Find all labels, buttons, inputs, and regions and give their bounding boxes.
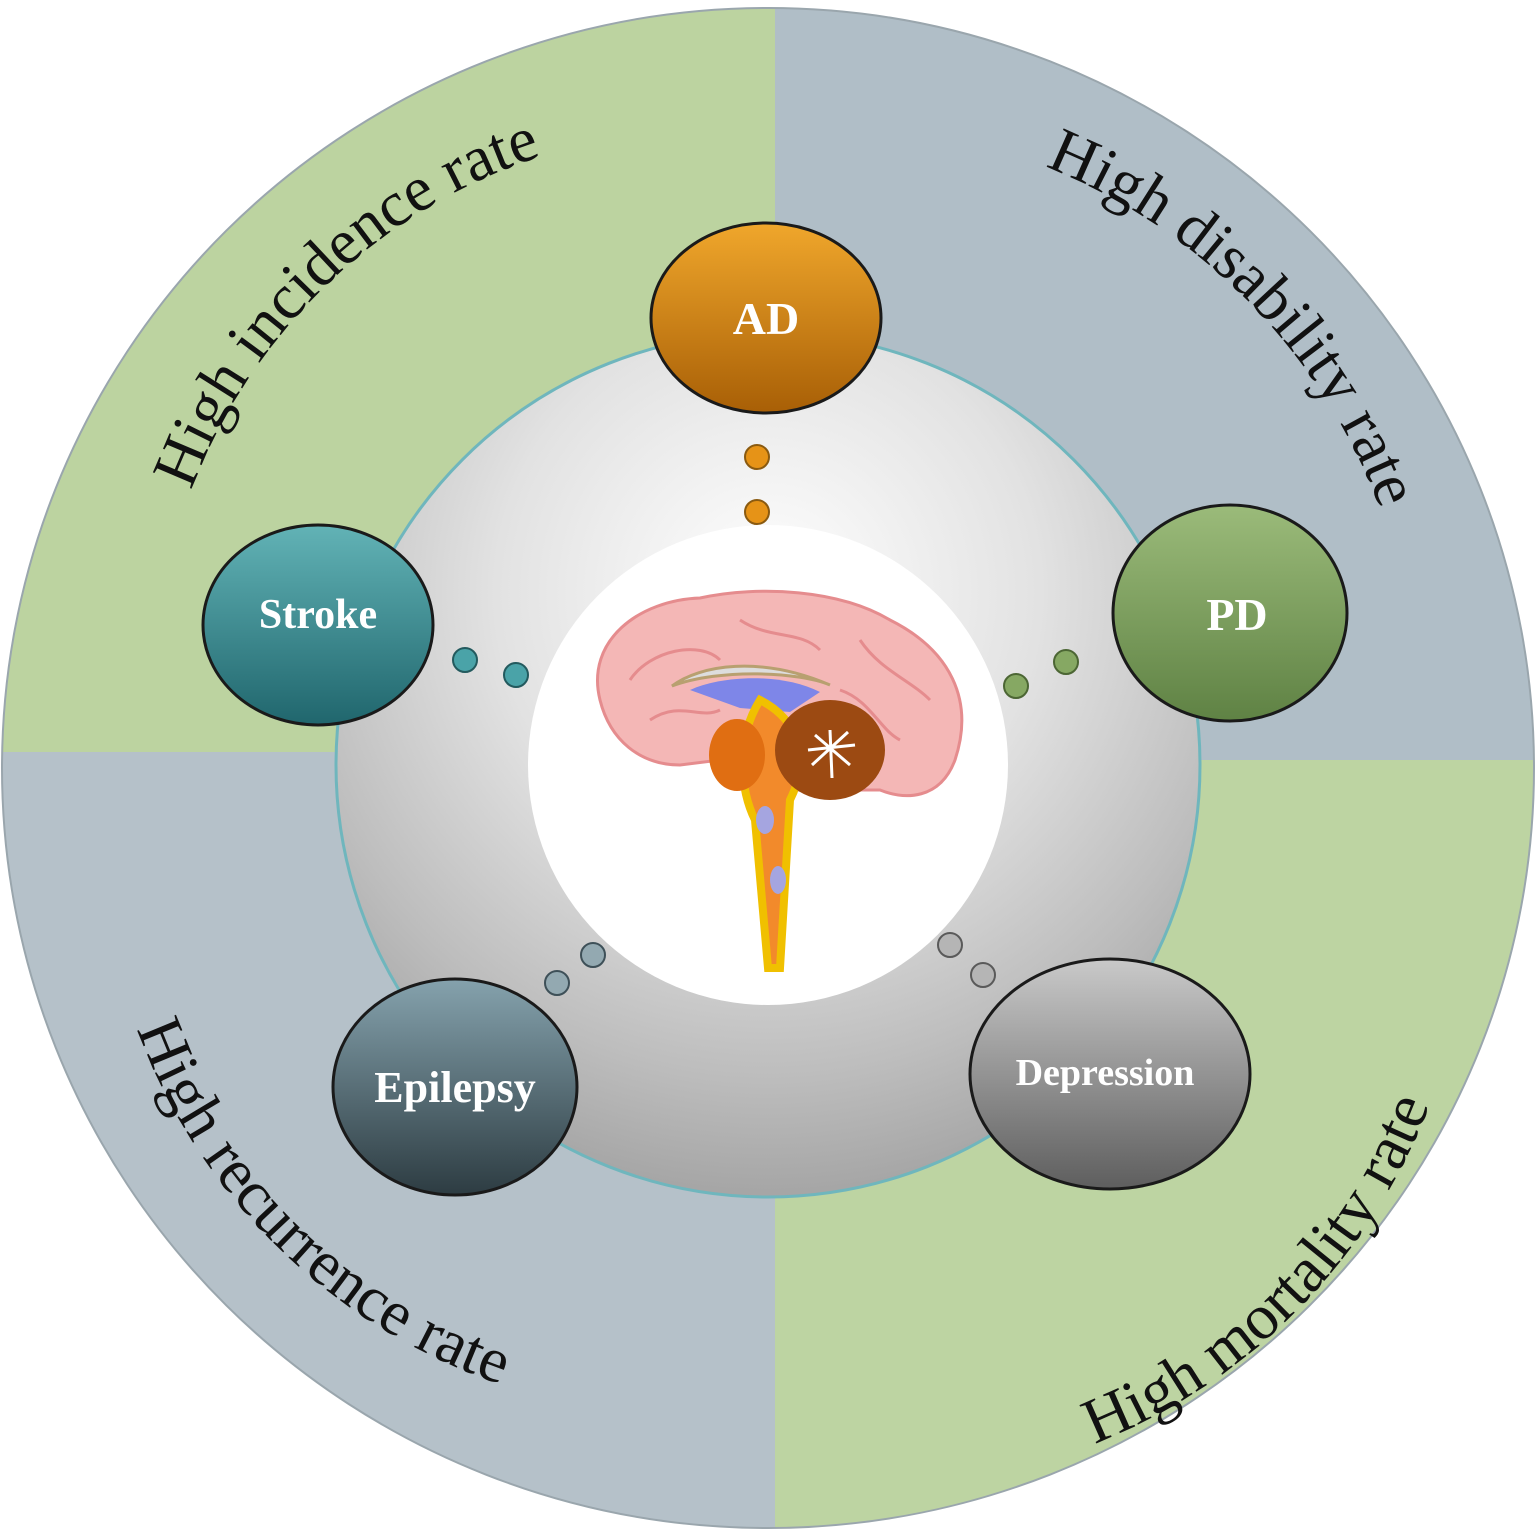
- brain-sagittal-icon: [596, 589, 964, 972]
- connector-depression: [937, 932, 996, 988]
- node-depression-label: Depression: [1016, 1052, 1195, 1094]
- node-stroke-label: Stroke: [259, 592, 377, 638]
- node-pd-label: PD: [1206, 589, 1267, 640]
- node-stroke: Stroke: [201, 523, 435, 727]
- node-epilepsy-label: Epilepsy: [374, 1063, 535, 1112]
- node-pd: PD: [1111, 503, 1349, 723]
- node-epilepsy: Epilepsy: [331, 977, 579, 1197]
- connector-stroke: [452, 647, 529, 688]
- connector-epilepsy: [544, 942, 606, 996]
- connector-pd: [1003, 649, 1079, 699]
- node-depression: Depression: [968, 957, 1252, 1191]
- node-ad: AD: [649, 221, 883, 415]
- connector-ad: [744, 444, 770, 525]
- node-ad-label: AD: [733, 293, 799, 344]
